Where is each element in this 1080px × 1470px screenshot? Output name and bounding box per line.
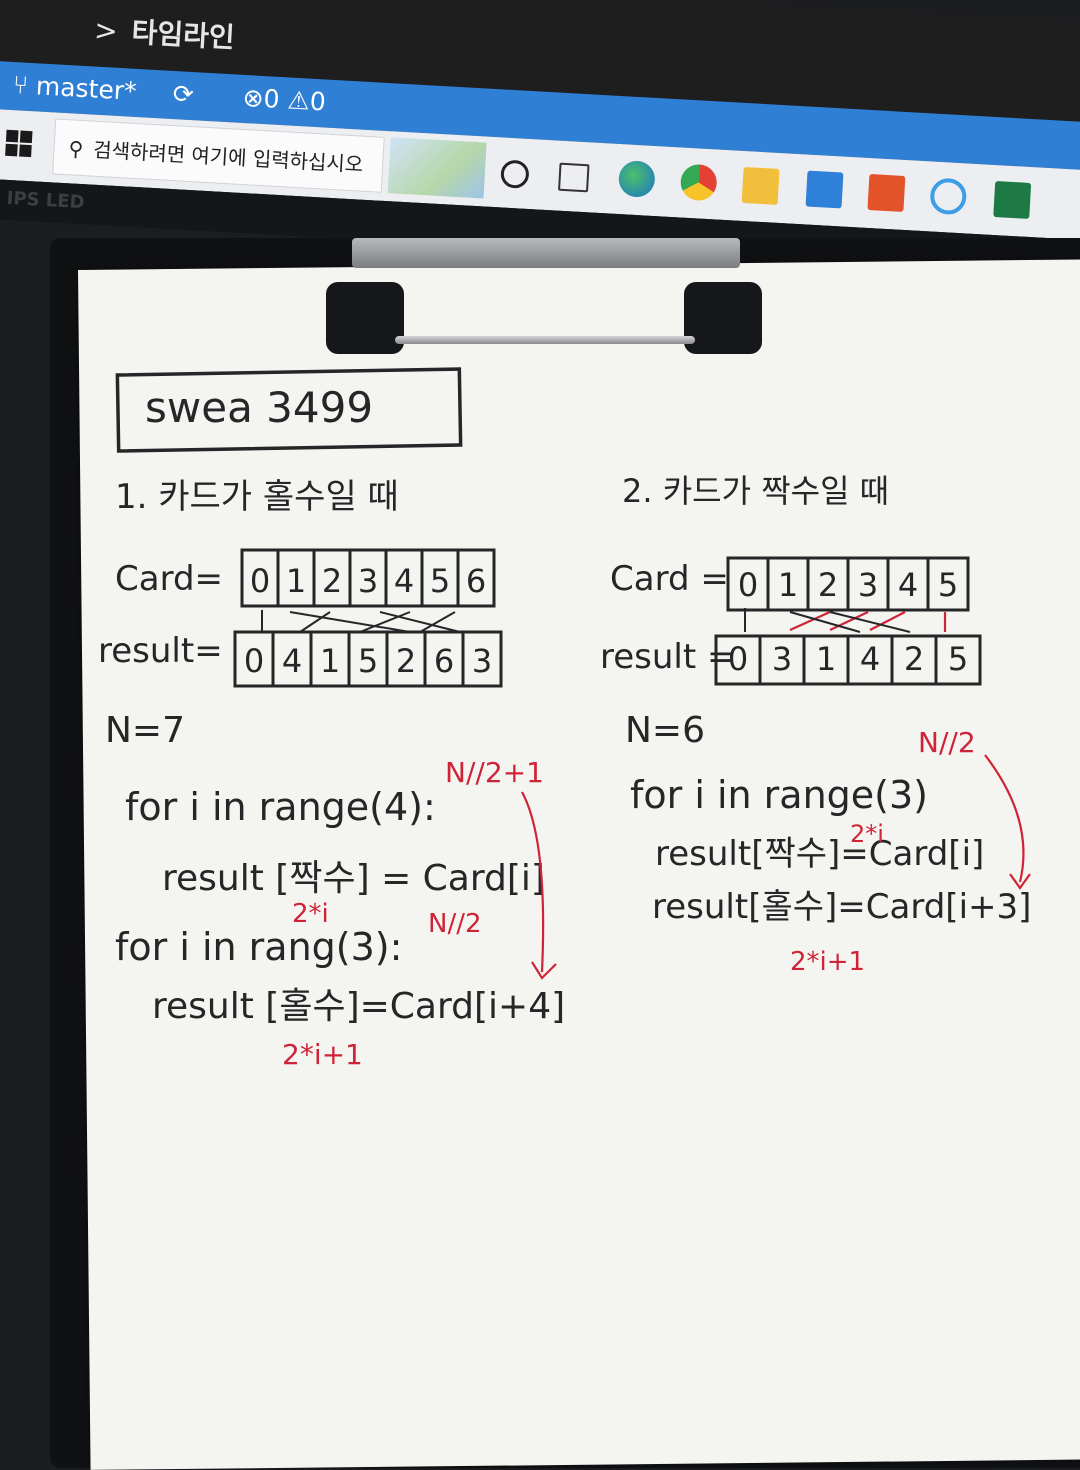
clip-right-pad	[684, 282, 762, 354]
right-card-value: 2	[818, 566, 838, 604]
left-loop1: for i in range(4):	[125, 785, 436, 829]
right-body1-annotation: 2*i	[850, 820, 884, 848]
clip-left-pad	[326, 282, 404, 354]
left-card-value: 0	[250, 562, 270, 600]
right-n: N=6	[625, 710, 705, 751]
left-result-value: 3	[472, 642, 492, 680]
left-loop1-annotation: N//2+1	[445, 756, 544, 789]
right-result-value: 4	[860, 640, 880, 678]
left-mapping-arrows	[261, 610, 461, 633]
left-result-value: 2	[396, 642, 416, 680]
left-body1: result [짝수] = Card[i]	[162, 858, 545, 899]
right-loop1: for i in range(3)	[630, 773, 928, 817]
left-n: N=7	[105, 710, 185, 751]
right-card-value: 0	[738, 566, 758, 604]
right-heading: 2. 카드가 짝수일 때	[622, 472, 889, 510]
left-card-value: 5	[430, 562, 450, 600]
left-card-cell	[456, 548, 496, 608]
title-box	[115, 367, 463, 453]
left-card-value: 6	[466, 562, 486, 600]
right-card-cell	[926, 556, 970, 612]
right-card-value: 4	[898, 566, 918, 604]
left-result-label: result=	[98, 631, 223, 671]
note-title: swea 3499	[145, 383, 373, 432]
left-card-value: 2	[322, 562, 342, 600]
left-card-value: 4	[394, 562, 414, 600]
left-loop2: for i in rang(3):	[115, 925, 402, 969]
clipboard-clip-bar	[352, 238, 740, 268]
right-body2-annotation: 2*i+1	[790, 947, 865, 977]
right-body2: result[홀수]=Card[i+3]	[652, 887, 1031, 927]
right-result-value: 1	[816, 640, 836, 678]
left-body1-annotation: 2*i	[292, 899, 329, 929]
right-card-label: Card =	[610, 559, 729, 599]
right-result-label: result =	[600, 637, 736, 677]
right-mapping-arrows	[744, 608, 911, 633]
right-loop1-annotation: N//2	[918, 726, 976, 759]
right-card-value: 5	[938, 566, 958, 604]
left-card-label: Card=	[115, 559, 223, 599]
left-red-arrow	[521, 791, 557, 980]
left-heading: 1. 카드가 홀수일 때	[115, 477, 399, 517]
right-result-value: 2	[904, 640, 924, 678]
left-result-value: 1	[320, 642, 340, 680]
right-result-value: 5	[948, 640, 968, 678]
left-result-value: 5	[358, 642, 378, 680]
right-card-value: 3	[858, 566, 878, 604]
left-body2-annotation: 2*i+1	[282, 1038, 363, 1071]
right-red-arrow	[984, 754, 1031, 890]
left-result-value: 6	[434, 642, 454, 680]
right-card-value: 1	[778, 566, 798, 604]
left-result-value: 0	[244, 642, 264, 680]
left-result-value: 4	[282, 642, 302, 680]
right-red-mapping-arrows	[789, 610, 947, 632]
right-result-value: 3	[772, 640, 792, 678]
clip-rod	[395, 336, 695, 344]
left-card-value: 1	[286, 562, 306, 600]
right-result-value: 0	[728, 640, 748, 678]
left-result-cell	[461, 630, 503, 688]
left-card-value: 3	[358, 562, 378, 600]
left-loop2-annotation: N//2	[428, 909, 482, 939]
right-result-cell	[934, 634, 982, 686]
left-body2: result [홀수]=Card[i+4]	[152, 986, 565, 1027]
right-body1: result[짝수]=Card[i]	[655, 834, 984, 874]
